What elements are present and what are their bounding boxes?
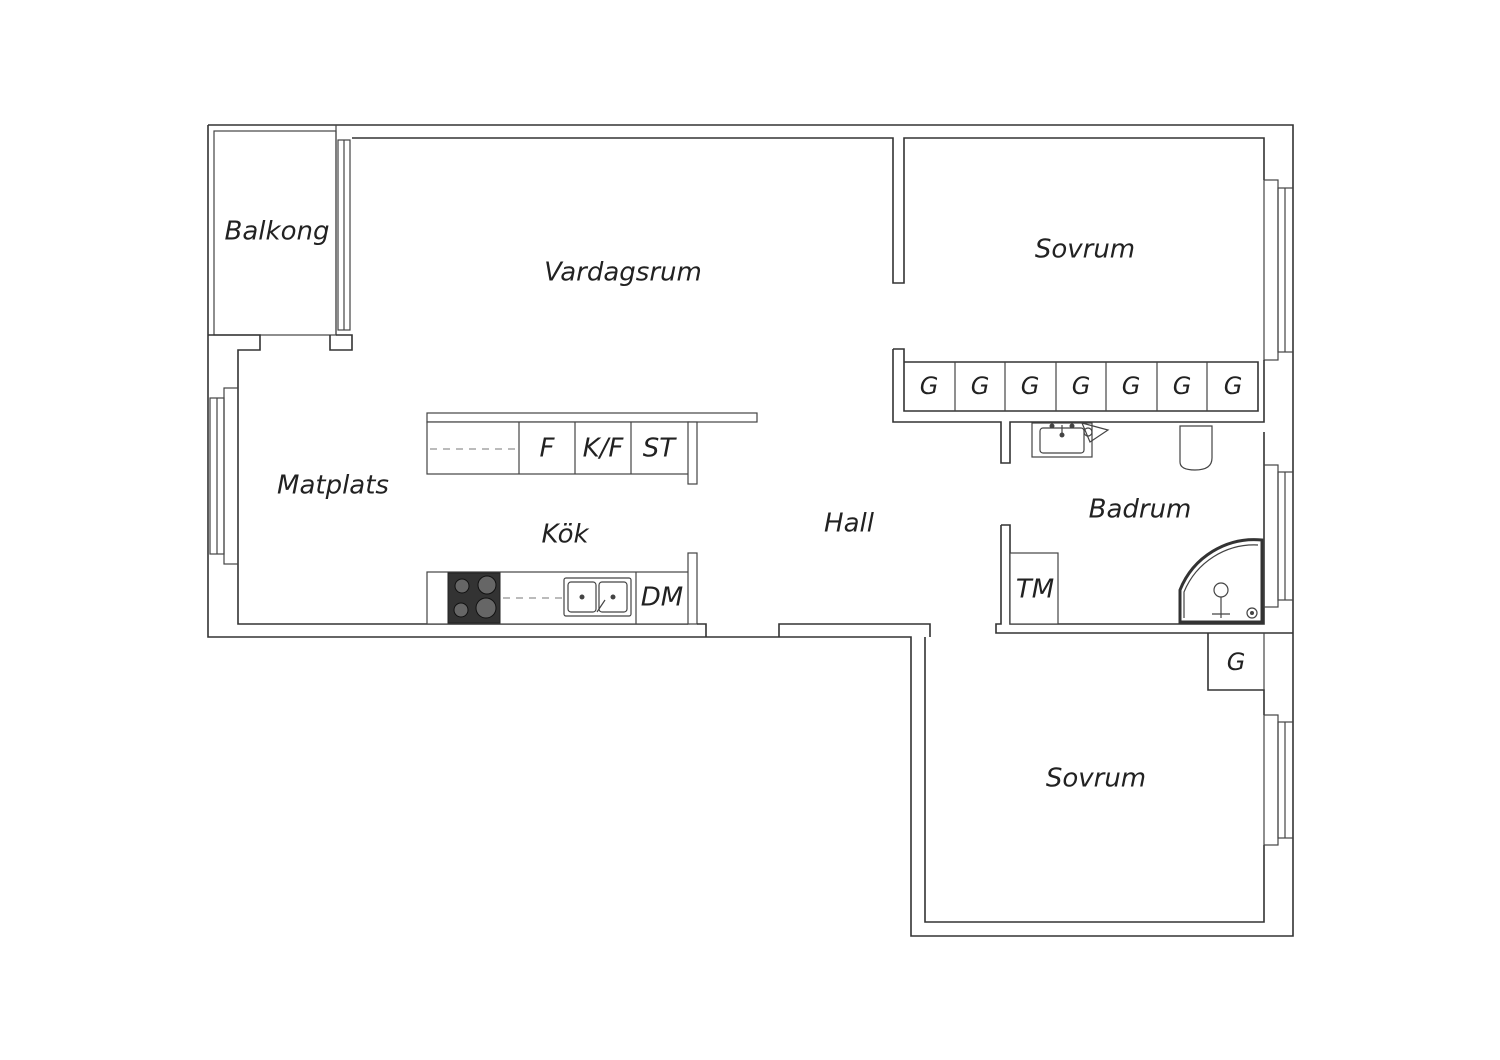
fridge-label: F <box>540 434 556 464</box>
toilet-icon <box>1179 425 1213 471</box>
room-label-badrum: Badrum <box>1089 495 1192 525</box>
bathroom: TM <box>995 422 1294 634</box>
washing-machine-label: TM <box>1016 575 1054 605</box>
wardrobe-label: G <box>1173 372 1192 400</box>
washbasin-icon <box>1031 422 1093 458</box>
room-label-sovrum-top: Sovrum <box>1035 235 1135 265</box>
wardrobe-label: G <box>1224 372 1243 400</box>
dishwasher-label: DM <box>641 583 683 613</box>
wardrobe-label: G <box>971 372 990 400</box>
fridge-freezer-label: K/F <box>583 434 625 464</box>
sink-icon <box>563 577 632 617</box>
room-label-kok: Kök <box>541 520 589 550</box>
balcony <box>213 125 353 351</box>
room-label-vardagsrum: Vardagsrum <box>544 258 702 288</box>
washing-machine <box>1009 552 1059 625</box>
storage-label: ST <box>643 434 678 464</box>
kitchen-lower-counter: DM <box>426 552 698 625</box>
wardrobe-label: G <box>920 372 939 400</box>
room-label-balkong: Balkong <box>225 217 330 247</box>
outer-walls <box>207 124 1294 937</box>
room-label-hall: Hall <box>824 509 875 539</box>
bottom-bedroom: G <box>924 633 1294 923</box>
room-label-sovrum-bottom: Sovrum <box>1046 764 1146 794</box>
wardrobe-bottom-label: G <box>1227 648 1246 676</box>
wardrobe-label: G <box>1122 372 1141 400</box>
top-bedroom: G G G G G G G <box>892 179 1294 464</box>
hall-walls <box>697 623 931 637</box>
left-wall <box>208 334 688 625</box>
room-label-matplats: Matplats <box>277 471 389 501</box>
shower-icon <box>1178 538 1264 624</box>
kitchen-upper-counter: F K/F ST <box>426 412 758 485</box>
wardrobe-label: G <box>1021 372 1040 400</box>
tap-icon <box>1080 422 1110 443</box>
wardrobe-label: G <box>1072 372 1091 400</box>
